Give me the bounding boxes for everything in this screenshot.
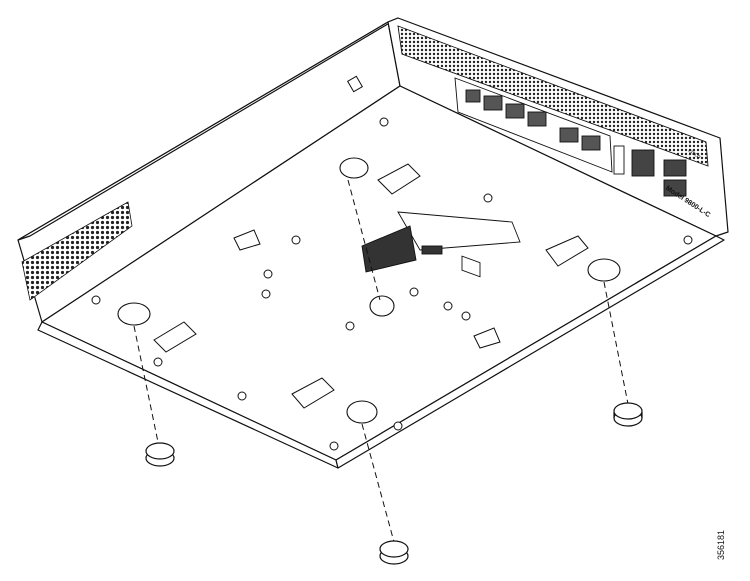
- screw: [379, 117, 389, 127]
- screw: [329, 441, 339, 451]
- usb-port: [613, 145, 625, 175]
- screw: [345, 321, 355, 331]
- screw: [263, 269, 273, 279]
- screw: [461, 311, 471, 321]
- rubber-foot: [145, 442, 175, 467]
- mount-clips: [153, 163, 589, 409]
- guide-line: [361, 423, 395, 543]
- mgmt-port-bottom: [663, 179, 687, 197]
- foot-recess: [587, 258, 621, 282]
- front-vent: [397, 25, 709, 167]
- guide-line: [603, 281, 629, 405]
- clip: [377, 163, 421, 195]
- foot-recess: [117, 302, 151, 326]
- screw: [393, 421, 403, 431]
- screw: [291, 235, 301, 245]
- screw: [153, 357, 163, 367]
- figure-id: 356181: [716, 529, 726, 560]
- product-label: [361, 211, 521, 273]
- mgmt-port-top: [663, 159, 687, 177]
- clip: [473, 327, 501, 349]
- screw: [443, 301, 453, 311]
- side-slot: [346, 75, 364, 93]
- rubber-feet: [145, 402, 643, 565]
- clip: [233, 229, 261, 251]
- clip: [153, 321, 197, 353]
- console-port: [631, 149, 655, 177]
- foot-recess: [346, 400, 378, 424]
- screws: [91, 117, 693, 451]
- clip: [545, 235, 589, 267]
- screw: [683, 235, 693, 245]
- clip: [291, 377, 335, 409]
- foot-recesses: [117, 157, 621, 424]
- rubber-foot: [379, 540, 409, 565]
- screw: [261, 289, 271, 299]
- rubber-foot: [613, 402, 643, 427]
- screw: [483, 193, 493, 203]
- side-vent: [21, 201, 133, 301]
- screw: [91, 295, 101, 305]
- guide-line: [347, 179, 381, 301]
- foot-recess: [369, 295, 395, 317]
- screw: [237, 391, 247, 401]
- foot-recess: [339, 157, 369, 179]
- guide-lines: [133, 179, 629, 543]
- bottom-rim-right: [335, 235, 725, 469]
- front-panel-details: [397, 25, 709, 278]
- screw: [409, 287, 419, 297]
- rj45-ports: [461, 89, 601, 278]
